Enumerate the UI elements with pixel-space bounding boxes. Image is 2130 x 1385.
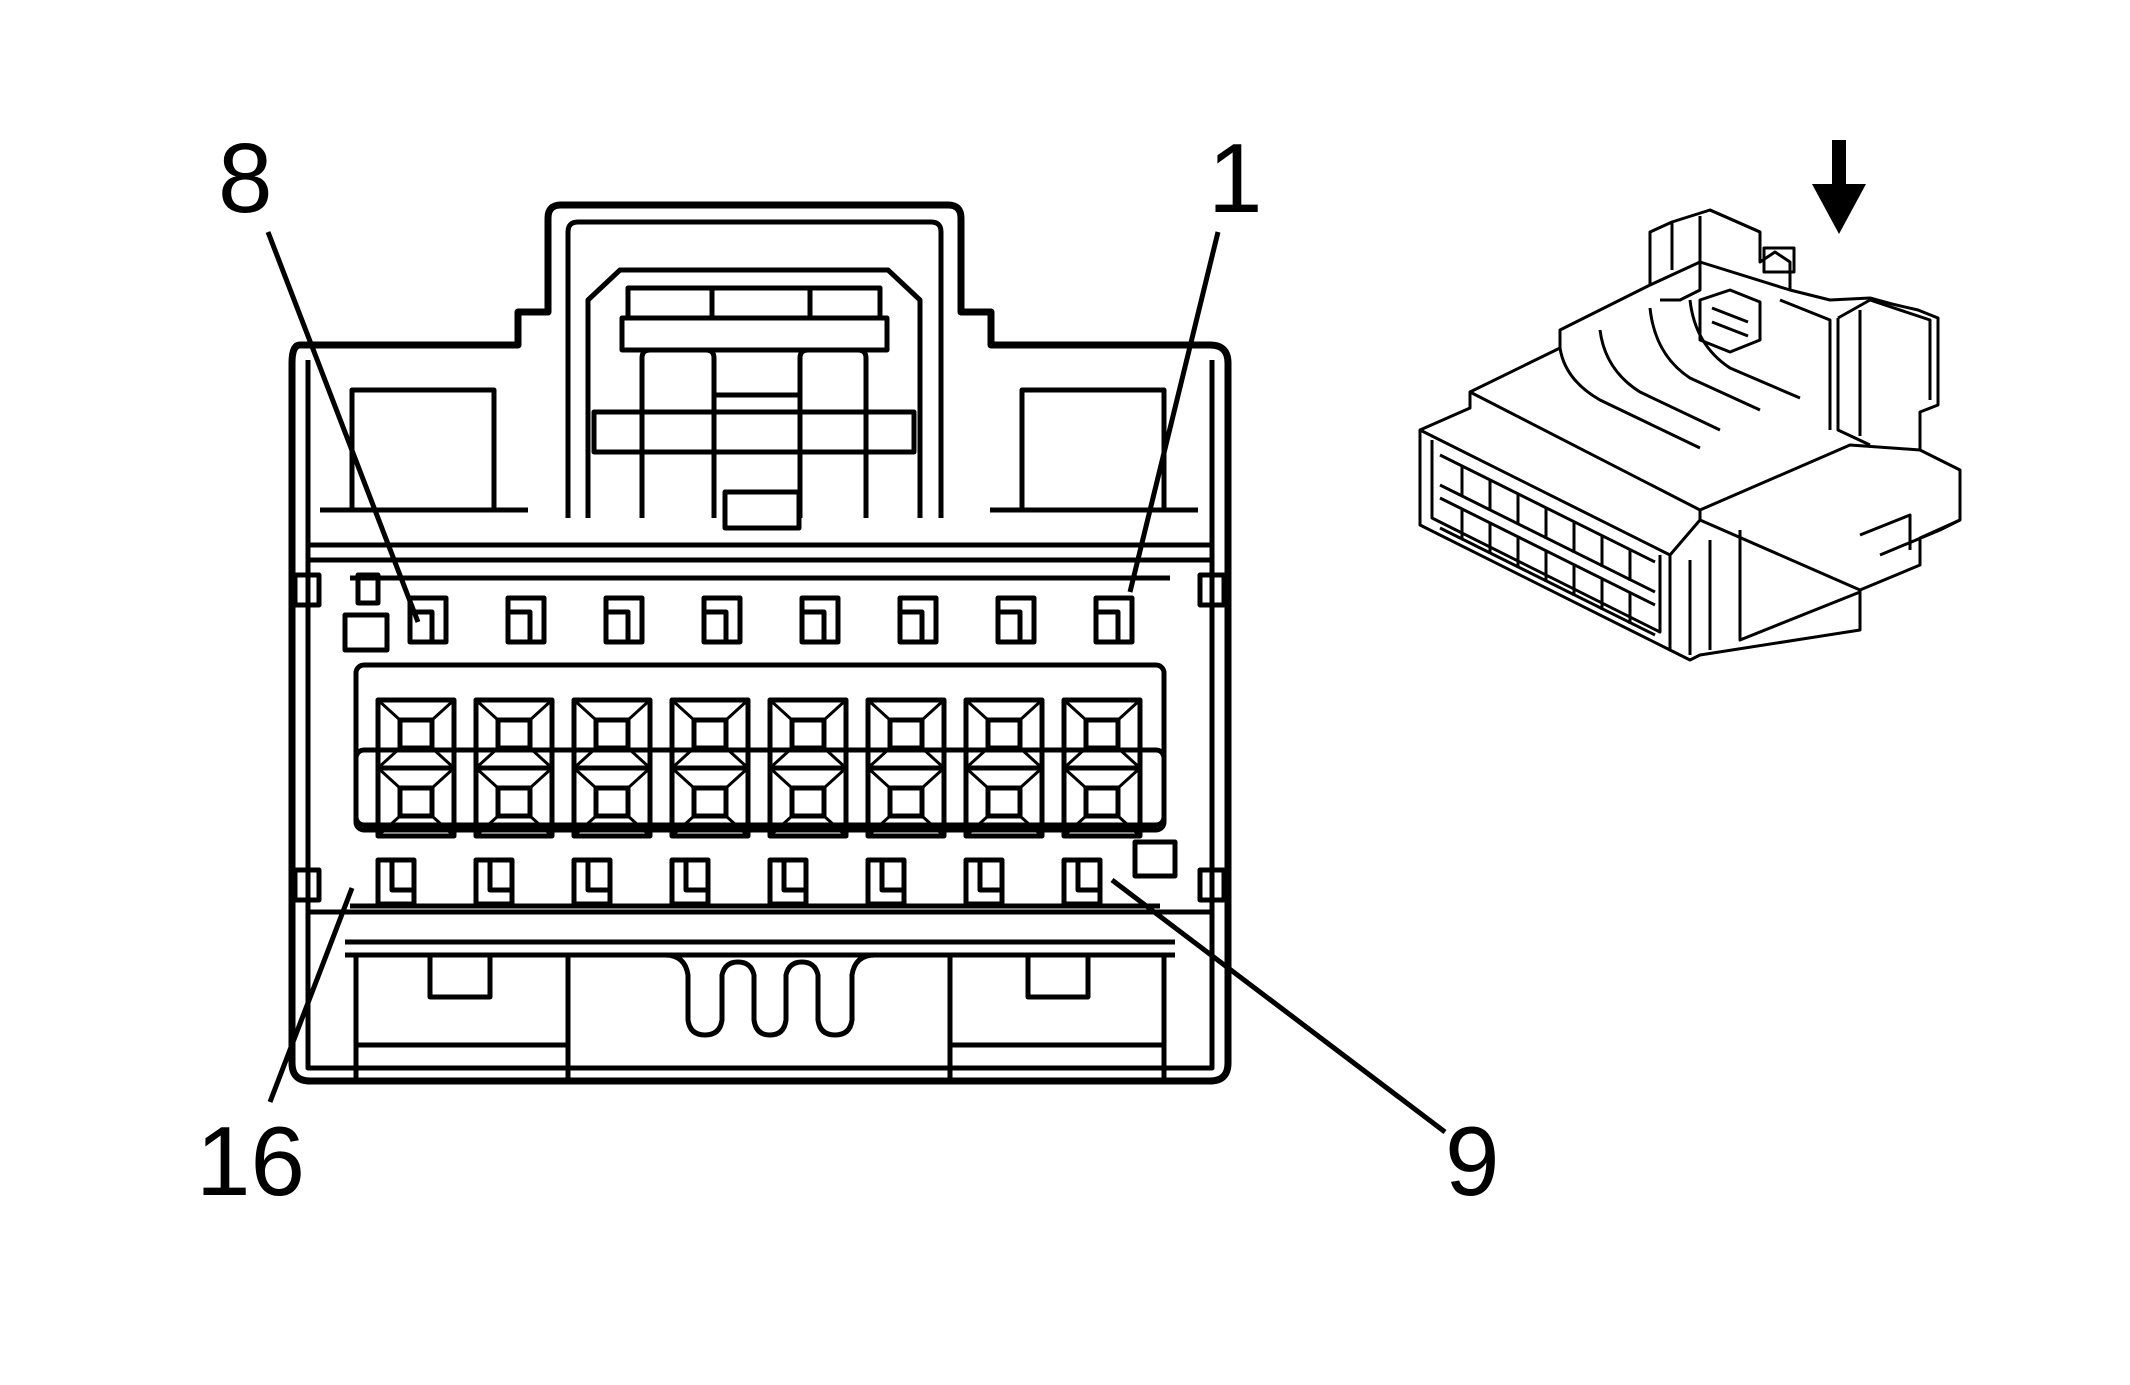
pin-label-16: 16 <box>196 1106 305 1216</box>
cavity <box>1061 697 1143 771</box>
lower-contact <box>865 857 907 907</box>
lower-contact-row <box>350 857 1160 909</box>
lower-contact <box>473 857 515 907</box>
cavity <box>767 697 849 771</box>
lower-contact <box>767 857 809 907</box>
cavity <box>1061 765 1143 839</box>
cavity-grid <box>375 697 1143 839</box>
pin-label-9: 9 <box>1445 1106 1500 1216</box>
lower-contact <box>669 857 711 907</box>
leader-pin-16 <box>267 887 355 1103</box>
connector-isometric-view <box>1418 140 1962 662</box>
upper-contact <box>701 595 743 645</box>
bottom-lock-area <box>353 952 1167 1081</box>
cavity <box>375 697 457 771</box>
cavity <box>473 697 555 771</box>
cavity <box>571 765 653 839</box>
upper-contact <box>505 595 547 645</box>
cavity <box>669 765 751 839</box>
upper-contact <box>897 595 939 645</box>
lower-contact <box>1061 857 1103 907</box>
pin-label-8: 8 <box>218 123 273 233</box>
upper-contact <box>603 595 645 645</box>
pin-label-1: 1 <box>1208 123 1263 233</box>
connector-housing-outline <box>288 201 1232 1085</box>
cavity <box>767 765 849 839</box>
down-arrow-icon <box>1812 140 1866 234</box>
lower-contact <box>571 857 613 907</box>
upper-contact <box>1093 595 1135 645</box>
lower-contact <box>375 857 417 907</box>
leader-pin-1 <box>1127 231 1221 593</box>
leader-pin-8 <box>265 231 421 623</box>
upper-contact <box>995 595 1037 645</box>
upper-contact-row <box>407 595 1135 645</box>
cavity <box>963 765 1045 839</box>
lower-contact <box>963 857 1005 907</box>
upper-contact <box>799 595 841 645</box>
leader-pin-9 <box>1110 878 1447 1134</box>
latch <box>565 219 944 531</box>
cavity <box>963 697 1045 771</box>
cavity <box>375 765 457 839</box>
upper-contact <box>407 595 449 645</box>
cavity <box>669 697 751 771</box>
cavity <box>473 765 555 839</box>
connector-face-view: 8 1 16 9 <box>196 123 1500 1216</box>
cavity <box>865 765 947 839</box>
cavity <box>571 697 653 771</box>
cavity <box>865 697 947 771</box>
